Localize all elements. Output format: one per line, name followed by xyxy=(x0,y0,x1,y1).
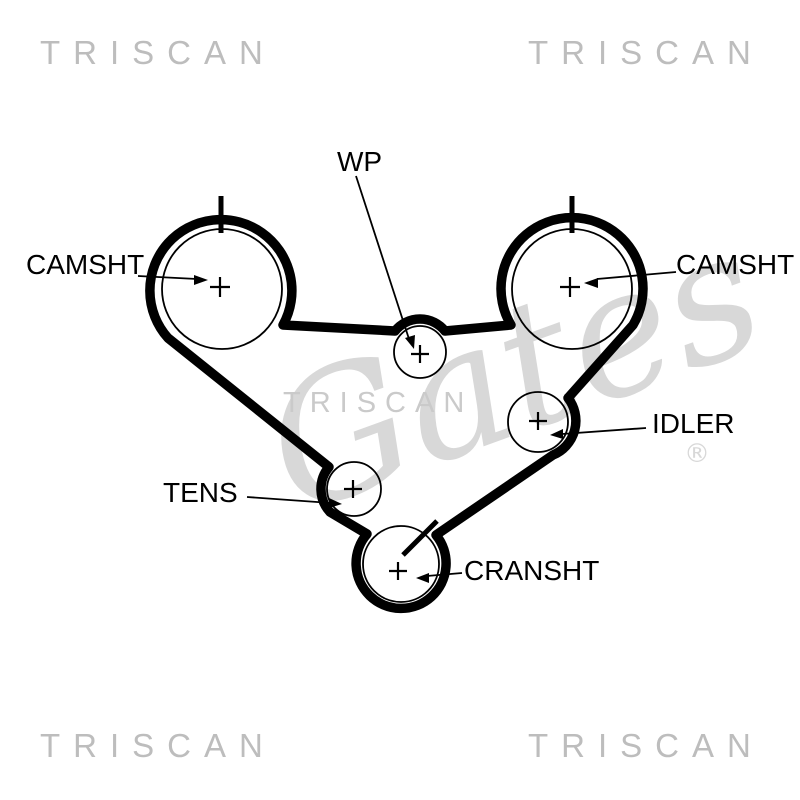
timing-belt-path xyxy=(145,213,648,614)
arrowhead-water-pump xyxy=(405,335,415,349)
arrowhead-crankshaft xyxy=(416,573,429,583)
leader-crankshaft xyxy=(426,572,463,577)
center-mark-camshaft-left xyxy=(210,277,230,297)
leader-tensioner xyxy=(246,496,332,504)
label-camshaft-left: CAMSHT xyxy=(26,249,144,280)
center-mark-crankshaft xyxy=(389,562,407,580)
watermark-layer: TRISCAN TRISCAN TRISCAN TRISCAN Gates ® … xyxy=(40,34,787,764)
arrowhead-camshaft-right xyxy=(584,278,598,288)
belt-drive-diagram: CAMSHT CAMSHT WP IDLER TENS CRANSHT xyxy=(26,146,794,614)
center-mark-tensioner xyxy=(344,480,362,498)
label-tensioner: TENS xyxy=(163,477,238,508)
watermark-triscan-top-left: TRISCAN xyxy=(40,34,276,71)
center-mark-water-pump xyxy=(411,345,429,363)
center-mark-idler xyxy=(529,412,547,430)
leader-camshaft-right xyxy=(596,271,677,280)
watermark-triscan-bottom-right: TRISCAN xyxy=(528,727,764,764)
timing-mark-crankshaft xyxy=(401,519,439,557)
crankshaft-pulley xyxy=(362,525,440,603)
arrowhead-camshaft-left xyxy=(194,275,208,285)
watermark-registered-icon: ® xyxy=(684,439,710,469)
water-pump-pulley xyxy=(393,325,447,379)
leader-water-pump xyxy=(355,175,410,340)
arrowhead-idler xyxy=(550,429,563,439)
label-idler: IDLER xyxy=(652,408,734,439)
watermark-triscan-bottom-left: TRISCAN xyxy=(40,727,276,764)
watermark-triscan-top-right: TRISCAN xyxy=(528,34,764,71)
center-mark-camshaft-right xyxy=(560,277,580,297)
watermark-triscan-center: TRISCAN xyxy=(283,387,473,419)
label-camshaft-right: CAMSHT xyxy=(676,249,794,280)
idler-pulley xyxy=(507,391,569,453)
label-water-pump: WP xyxy=(337,146,382,177)
leader-idler xyxy=(561,427,647,435)
label-crankshaft: CRANSHT xyxy=(464,555,599,586)
tensioner-pulley xyxy=(326,461,382,517)
camshaft-pulley-left xyxy=(161,228,283,350)
leader-camshaft-left xyxy=(137,275,198,280)
arrowhead-tensioner xyxy=(329,498,342,508)
